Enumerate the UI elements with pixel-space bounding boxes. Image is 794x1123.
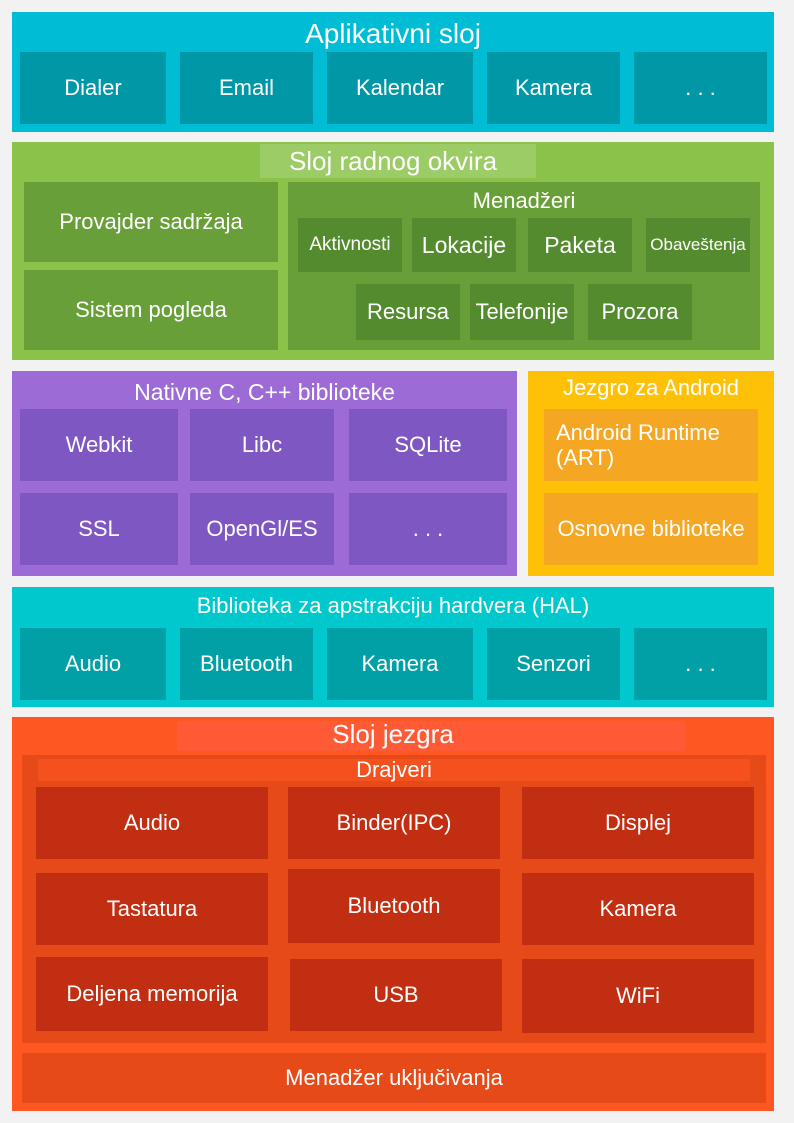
- drivers-title-band: [38, 759, 750, 781]
- manager-notification: Obaveštenja: [646, 218, 750, 272]
- android-runtime-title: Jezgro za Android: [562, 375, 740, 400]
- hal-layer: Biblioteka za apstrakciju hardvera (HAL)…: [12, 587, 774, 707]
- driver-audio: Audio: [36, 787, 268, 859]
- hal-item-camera: Kamera: [327, 628, 473, 700]
- native-lib-libc: Libc: [190, 409, 334, 481]
- app-item-calendar: Kalendar: [327, 52, 473, 124]
- framework-layer: Sloj radnog okvira Provajder sadržaja Si…: [12, 142, 774, 360]
- app-item-more: . . .: [634, 52, 767, 124]
- manager-activity: Aktivnosti: [298, 218, 402, 272]
- hal-item-sensors: Senzori: [487, 628, 620, 700]
- app-item-camera: Kamera: [487, 52, 620, 124]
- managers-group: Menadžeri Aktivnosti Lokacije Paketa Oba…: [288, 182, 760, 350]
- driver-camera: Kamera: [522, 873, 754, 945]
- driver-shared-memory: Deljena memorija: [36, 957, 268, 1031]
- native-lib-ssl: SSL: [20, 493, 178, 565]
- hal-title: Biblioteka za apstrakciju hardvera (HAL): [196, 593, 590, 618]
- application-layer-title: Aplikativni sloj: [305, 18, 481, 49]
- core-libraries: Osnovne biblioteke: [544, 493, 758, 565]
- app-item-email: Email: [180, 52, 313, 124]
- view-system: Sistem pogleda: [24, 270, 278, 350]
- native-lib-sqlite: SQLite: [349, 409, 507, 481]
- hal-item-bluetooth: Bluetooth: [180, 628, 313, 700]
- kernel-title: Sloj jezgra: [332, 719, 454, 749]
- driver-usb: USB: [290, 959, 502, 1031]
- driver-keyboard: Tastatura: [36, 873, 268, 945]
- framework-layer-title: Sloj radnog okvira: [288, 146, 498, 176]
- native-libraries-title: Nativne C, C++ biblioteke: [134, 379, 395, 405]
- native-libraries-layer: Nativne C, C++ biblioteke Webkit Libc SQ…: [12, 371, 517, 576]
- manager-location: Lokacije: [412, 218, 516, 272]
- content-provider: Provajder sadržaja: [24, 182, 278, 262]
- framework-title-band: [260, 144, 536, 178]
- app-item-dialer: Dialer: [20, 52, 166, 124]
- kernel-layer: Sloj jezgra Drajveri Audio Binder(IPC) D…: [12, 717, 774, 1111]
- native-lib-opengl: OpenGl/ES: [190, 493, 334, 565]
- driver-display: Displej: [522, 787, 754, 859]
- driver-wifi: WiFi: [522, 959, 754, 1033]
- manager-resource: Resursa: [356, 284, 460, 340]
- android-runtime-layer: Jezgro za Android Android Runtime (ART) …: [528, 371, 774, 576]
- power-manager: Menadžer uključivanja: [22, 1053, 766, 1103]
- hal-item-audio: Audio: [20, 628, 166, 700]
- android-runtime-art: Android Runtime (ART): [544, 409, 758, 481]
- managers-title: Menadžeri: [472, 188, 576, 213]
- manager-window: Prozora: [588, 284, 692, 340]
- manager-telephony: Telefonije: [470, 284, 574, 340]
- native-lib-webkit: Webkit: [20, 409, 178, 481]
- hal-item-more: . . .: [634, 628, 767, 700]
- kernel-title-band: [177, 721, 685, 751]
- driver-bluetooth: Bluetooth: [288, 869, 500, 943]
- driver-binder: Binder(IPC): [288, 787, 500, 859]
- application-layer: Aplikativni sloj Dialer Email Kalendar K…: [12, 12, 774, 132]
- native-lib-more: . . .: [349, 493, 507, 565]
- drivers-title: Drajveri: [356, 757, 432, 782]
- drivers-group: Drajveri Audio Binder(IPC) Displej Tasta…: [22, 755, 766, 1043]
- manager-package: Paketa: [528, 218, 632, 272]
